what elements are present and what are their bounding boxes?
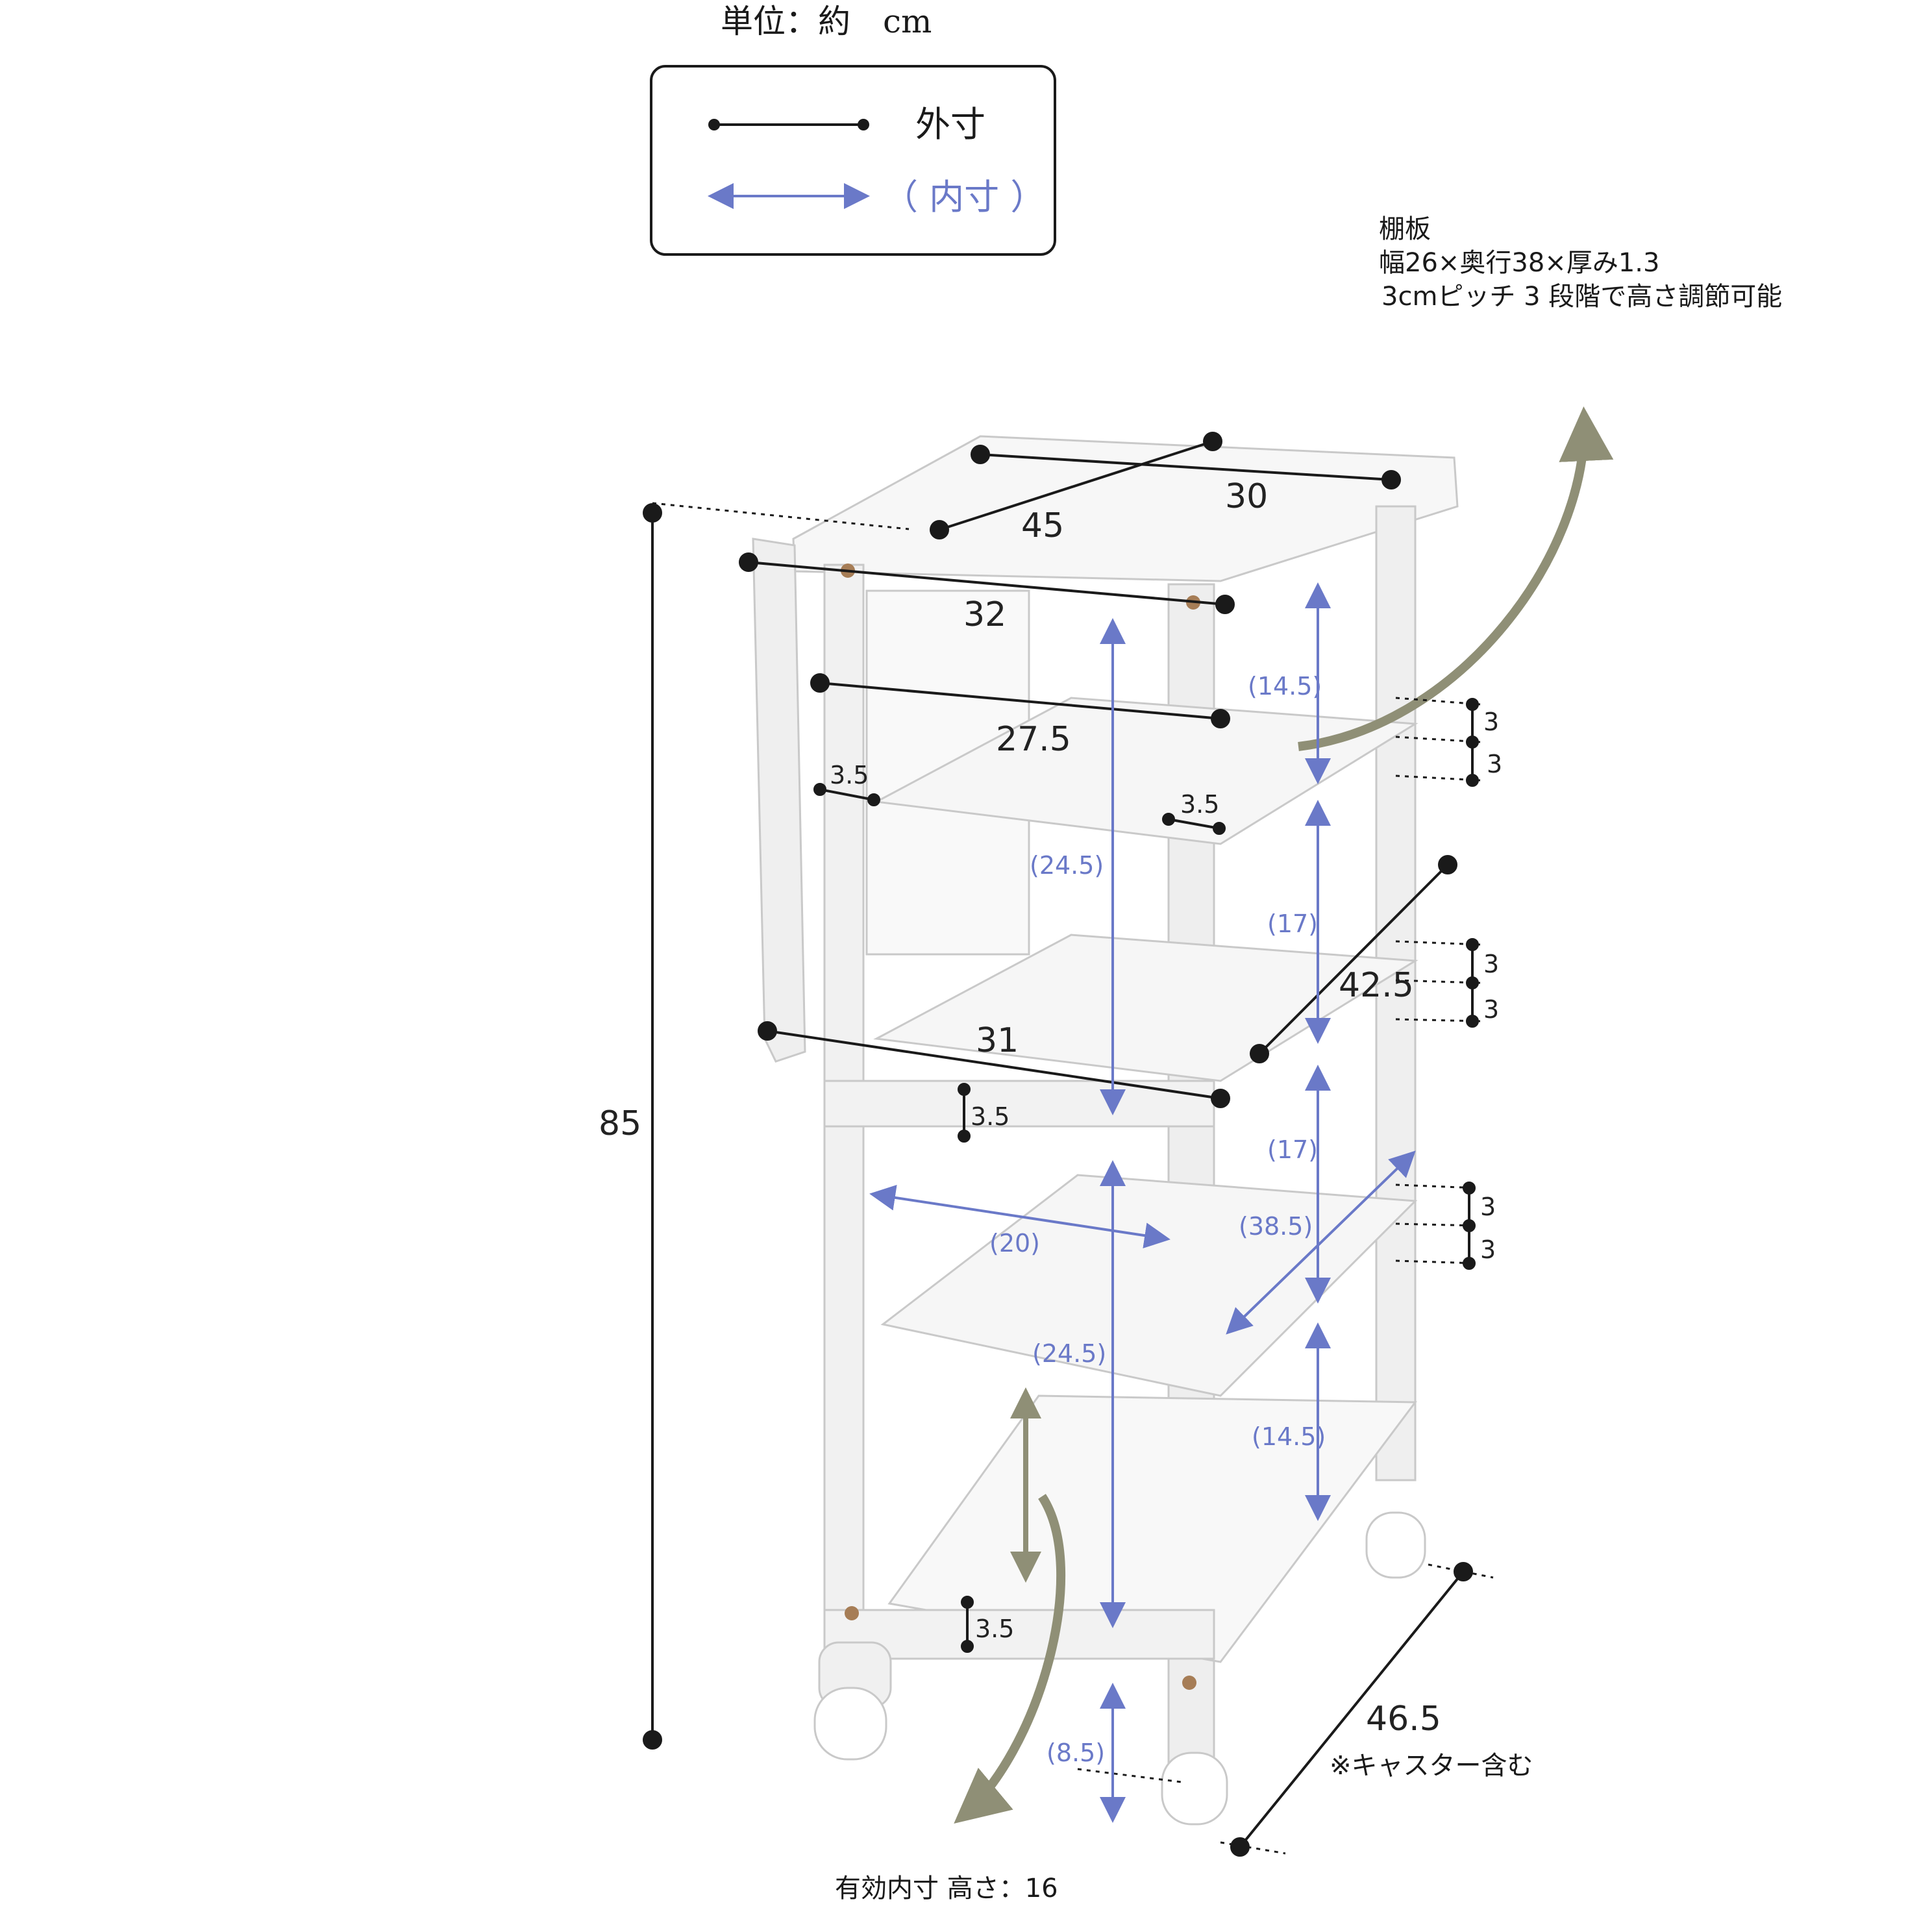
wagon-illustration (752, 435, 1459, 1826)
dim-pitch-1b: 3 (1487, 750, 1502, 778)
dim-pitch-2a: 3 (1483, 950, 1499, 978)
caster-front-left (813, 1641, 892, 1761)
bottom-note-arrow (954, 1494, 1066, 1824)
dim-inner-upper-height: (14.5) (1248, 672, 1322, 700)
dim-rail-mid: 3.5 (971, 1102, 1009, 1131)
top-board (792, 435, 1459, 582)
drop-leaf (752, 538, 806, 1063)
dim-upper-width: 27.5 (996, 720, 1071, 759)
dim-height: 85 (599, 1104, 641, 1143)
dim-inner-left-lower: (24.5) (1032, 1339, 1106, 1368)
outer-dimension-lines (643, 432, 1479, 1857)
legend-inner-label: （ 内寸 ） (883, 177, 1045, 217)
dim-inner-depth: (38.5) (1239, 1212, 1313, 1241)
shelf-note: 棚板 幅26×奥行38×厚み1.3 3cmピッチ 3 段階で高さ調節可能 (1379, 214, 1782, 312)
legend-box: 外寸 （ 内寸 ） (650, 65, 1056, 256)
caster-back-right (1365, 1511, 1426, 1579)
shelf-note-pitch: 3cmピッチ 3 段階で高さ調節可能 (1381, 282, 1782, 312)
dim-depth-mid: 42.5 (1339, 966, 1414, 1005)
extension-lines (652, 502, 1494, 1855)
dim-rail-bottom: 3.5 (975, 1615, 1014, 1643)
unit-label: 単位：約 cm (721, 3, 932, 40)
shelf-note-title: 棚板 (1379, 214, 1431, 244)
dim-top-depth: 45 (1021, 506, 1064, 545)
bottom-note: 有効内寸 高さ：16 (835, 1874, 1058, 1903)
dim-lower-width: 31 (976, 1021, 1019, 1060)
dim-inner-mid1-height: (17) (1267, 910, 1318, 938)
dim-base-depth: 46.5 (1366, 1700, 1441, 1739)
dim-inner-width: (20) (989, 1229, 1040, 1257)
dim-pitch-3a: 3 (1480, 1193, 1496, 1221)
legend-outer-label: 外寸 (915, 104, 985, 145)
inner-dimension-arrows (869, 582, 1416, 1823)
dim-inner-left-upper: (24.5) (1030, 851, 1104, 880)
shelf-note-arrow (1298, 406, 1614, 751)
dim-top-width: 30 (1225, 477, 1268, 516)
caster-front-right (1161, 1752, 1228, 1826)
dim-pitch-3b: 3 (1480, 1235, 1496, 1264)
dim-inner-base-clearance: (8.5) (1046, 1739, 1105, 1767)
dim-pitch-1a: 3 (1483, 708, 1499, 736)
dim-pitch-2b: 3 (1483, 995, 1499, 1024)
dim-leaf-width: 32 (963, 595, 1006, 634)
dim-inner-mid2-height: (17) (1267, 1135, 1318, 1164)
dim-inner-lower-height: (14.5) (1252, 1422, 1326, 1451)
dim-rail-left: 3.5 (830, 761, 869, 789)
shelf-note-size: 幅26×奥行38×厚み1.3 (1379, 248, 1659, 278)
front-rail-lower (823, 1609, 1215, 1660)
caster-note: ※キャスター含む (1330, 1751, 1533, 1781)
dim-rail-right: 3.5 (1180, 790, 1219, 819)
